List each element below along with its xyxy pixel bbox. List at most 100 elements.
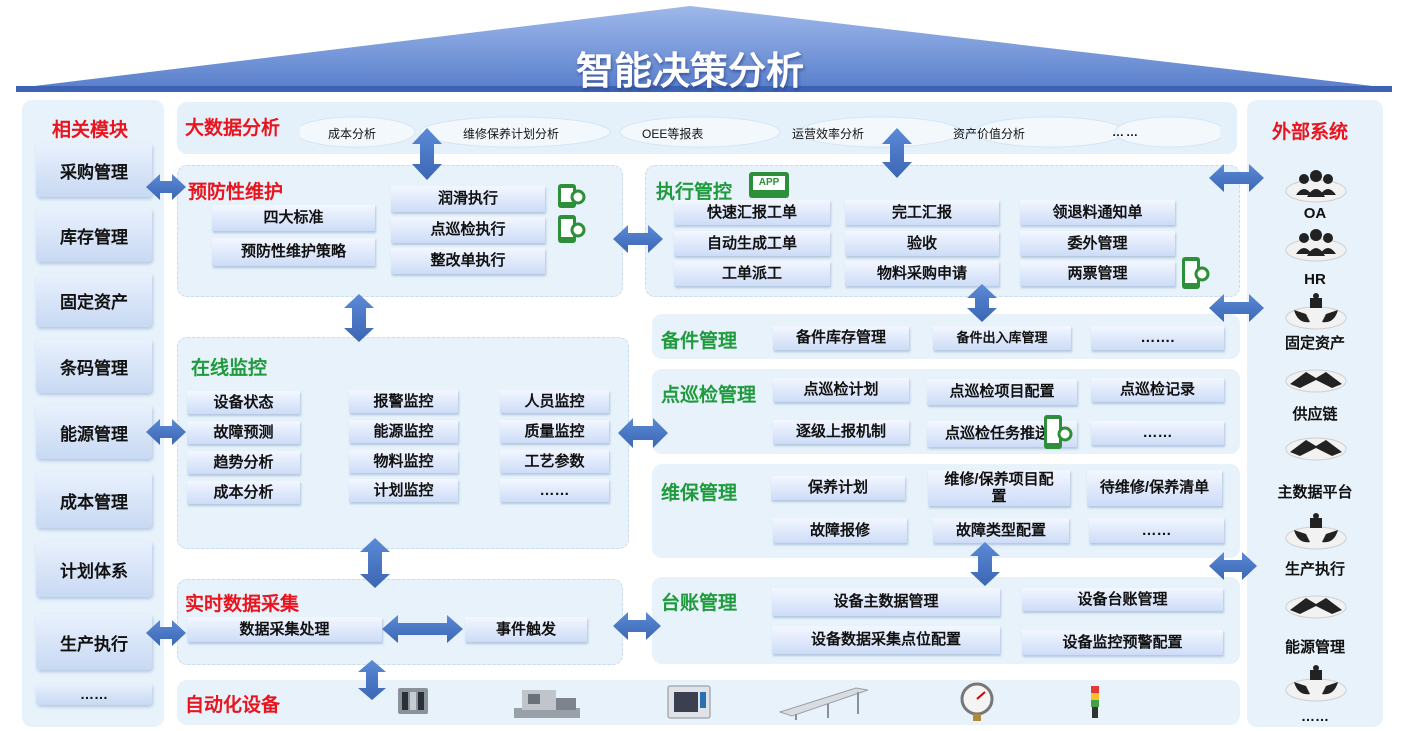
side-item-barcode[interactable]: 条码管理 [36,339,152,393]
realtime-event-trigger[interactable]: 事件触发 [465,617,587,642]
side-item-fixed-assets[interactable]: 固定资产 [36,273,152,327]
side-item-purchase[interactable]: 采购管理 [36,143,152,197]
external-panel [1247,100,1383,727]
spare-title: 备件管理 [661,331,738,352]
people-group-icon [1285,229,1347,262]
online-energy[interactable]: 能源监控 [349,420,458,443]
ledger-device-ledger[interactable]: 设备台账管理 [1022,588,1223,611]
ledger-collection-points[interactable]: 设备数据采集点位配置 [772,626,1000,654]
pressure-gauge-icon [960,682,994,721]
bigdata-item-cost[interactable]: 成本分析 [328,127,377,141]
execution-quick-report[interactable]: 快速汇报工单 [674,200,830,225]
app-badge-icon: APP [749,172,789,198]
online-personnel[interactable]: 人员监控 [500,390,609,413]
online-material[interactable]: 物料监控 [349,450,458,473]
realtime-title: 实时数据采集 [185,594,300,615]
maintenance-fault-type[interactable]: 故障类型配置 [933,518,1069,543]
preventive-strategy[interactable]: 预防性维护策略 [212,238,375,266]
external-hr[interactable]: HR [1304,271,1326,288]
inspection-title: 点巡检管理 [661,385,757,406]
external-fixed-assets[interactable]: 固定资产 [1284,335,1345,352]
side-item-more[interactable]: …… [36,683,152,705]
online-trend-analysis[interactable]: 趋势分析 [187,451,300,474]
spare-in-out[interactable]: 备件出入库管理 [933,326,1071,350]
external-energy[interactable]: 能源管理 [1284,639,1345,656]
external-master-data[interactable]: 主数据平台 [1277,484,1353,501]
preventive-four-standards[interactable]: 四大标准 [212,205,375,231]
automation-title: 自动化设备 [185,695,281,716]
side-item-production[interactable]: 生产执行 [36,614,152,670]
ledger-title: 台账管理 [661,593,738,614]
execution-auto-workorder[interactable]: 自动生成工单 [674,231,830,256]
handshake-icon [1285,437,1347,461]
mobile-settings-icon [558,184,586,208]
online-plan[interactable]: 计划监控 [349,479,458,502]
side-item-cost[interactable]: 成本管理 [36,472,152,528]
maintenance-item-config[interactable]: 维修/保养项目配置 [928,470,1070,506]
realtime-data-processing[interactable]: 数据采集处理 [187,617,382,642]
ledger-alert-config[interactable]: 设备监控预警配置 [1022,630,1223,655]
online-quality[interactable]: 质量监控 [500,420,609,443]
online-process-params[interactable]: 工艺参数 [500,450,609,473]
side-item-energy[interactable]: 能源管理 [36,405,152,459]
maintenance-fault-report[interactable]: 故障报修 [773,518,907,543]
bigdata-item-more[interactable]: …… [1112,125,1140,139]
external-oa[interactable]: OA [1303,205,1327,222]
inspection-plan[interactable]: 点巡检计划 [773,378,909,402]
mobile-settings-icon [1182,257,1210,289]
preventive-lubrication[interactable]: 润滑执行 [391,186,545,212]
spare-more[interactable]: ……. [1091,326,1224,350]
inspection-record[interactable]: 点巡检记录 [1091,378,1224,402]
online-fault-prediction[interactable]: 故障预测 [187,421,300,444]
mobile-settings-icon [558,215,586,243]
external-supply-chain[interactable]: 供应链 [1292,406,1338,423]
online-more[interactable]: …… [500,479,609,502]
execution-acceptance[interactable]: 验收 [845,231,999,256]
maintenance-more[interactable]: …… [1089,518,1224,543]
bigdata-item-oee[interactable]: OEE等报表 [642,127,704,141]
online-title: 在线监控 [191,358,268,379]
side-item-plan[interactable]: 计划体系 [36,541,152,597]
bigdata-item-maint-plan[interactable]: 维修保养计划分析 [463,127,560,141]
preventive-title: 预防性维护 [188,182,284,203]
execution-dispatch[interactable]: 工单派工 [674,261,830,286]
bigdata-item-asset-value[interactable]: 资产价值分析 [953,127,1026,141]
external-production[interactable]: 生产执行 [1284,561,1345,578]
cnc-machine-icon [667,685,711,719]
roof-triangle [16,6,1392,92]
signal-tower-icon [1091,686,1099,718]
online-alarm[interactable]: 报警监控 [349,390,458,413]
spare-inventory[interactable]: 备件库存管理 [773,326,909,350]
external-more[interactable]: …… [1301,708,1329,724]
inspection-more[interactable]: …… [1091,421,1224,445]
online-device-status[interactable]: 设备状态 [187,391,300,414]
bigdata-title: 大数据分析 [185,118,281,139]
left-modules-title: 相关模块 [52,120,129,141]
side-item-inventory[interactable]: 库存管理 [36,208,152,262]
conveyor-icon [778,687,869,720]
ledger-master-data[interactable]: 设备主数据管理 [772,588,1000,616]
inspection-item-config[interactable]: 点巡检项目配置 [927,379,1077,405]
preventive-inspection-exec[interactable]: 点巡检执行 [391,217,545,243]
hands-box-icon [1285,513,1347,550]
maintenance-plan[interactable]: 保养计划 [771,476,905,500]
external-title: 外部系统 [1272,122,1349,143]
handshake-icon [1285,369,1347,393]
inspection-escalation[interactable]: 逐级上报机制 [773,420,909,444]
execution-two-tickets[interactable]: 两票管理 [1020,261,1175,286]
execution-purchase-request[interactable]: 物料采购申请 [845,261,999,286]
machine-tool-icon [514,690,580,718]
handshake-icon [1285,595,1347,619]
execution-material-notice[interactable]: 领退料通知单 [1020,200,1175,225]
execution-completion-report[interactable]: 完工汇报 [845,200,999,225]
maintenance-title: 维保管理 [661,483,738,504]
execution-outsourcing[interactable]: 委外管理 [1020,231,1175,256]
preventive-rectification[interactable]: 整改单执行 [391,248,545,274]
mobile-settings-icon [1044,415,1073,449]
bigdata-clouds [300,116,1220,148]
online-cost-analysis[interactable]: 成本分析 [187,481,300,504]
app-badge-label: APP [753,176,785,190]
maintenance-pending-list[interactable]: 待维修/保养清单 [1087,470,1222,506]
bigdata-item-efficiency[interactable]: 运营效率分析 [792,127,865,141]
execution-title: 执行管控 [656,182,733,203]
